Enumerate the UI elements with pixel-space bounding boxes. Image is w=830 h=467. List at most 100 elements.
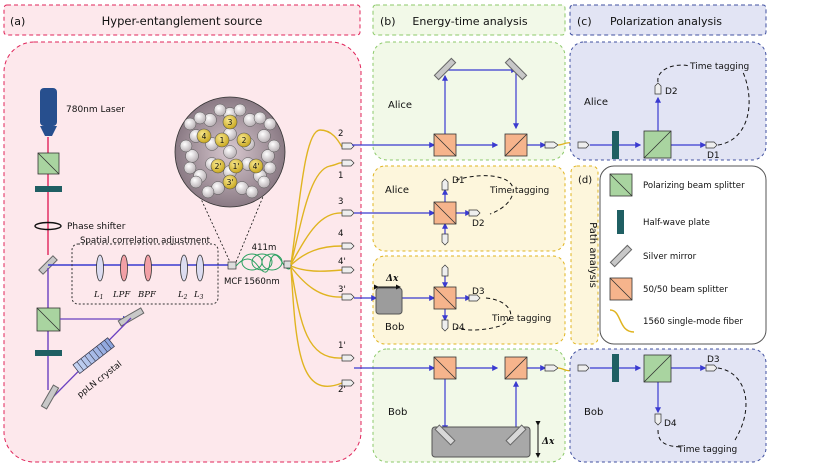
legend-bs-icon [609,277,633,301]
fiber-port-label: 4' [338,257,346,267]
bob-pol-pbs [643,354,672,383]
fiber-core [179,139,193,153]
alice-path-bs [433,201,457,225]
lens-l1 [96,254,104,282]
bob-d4-label: D4 [664,419,677,429]
fiber-port-label: 2 [338,129,343,139]
fiber-port-label: 3' [338,285,346,295]
fiber-port-connector [341,242,355,250]
bob-et-label: Bob [388,407,407,418]
panel-b-header: (b) Energy-time analysis [372,4,566,36]
legend-mirror-icon [609,244,633,268]
alice-pol-time-tagging: Time tagging [689,62,749,72]
bob-pol-hwp [612,354,619,382]
fiber-core-label: 4' [253,162,260,171]
lens-label-lpf: LPF [112,290,131,300]
fiber-core [253,111,267,125]
fiber-core-labelled [222,114,238,130]
alice-et-beams [352,67,547,148]
panel-d-strip [570,165,599,345]
fiber-core [213,103,227,117]
fiber-core-labelled [222,174,238,190]
path-d4-label: D4 [452,323,465,333]
source-hwp-bottom [35,350,62,356]
fiber-port-label: 1' [338,341,346,351]
panel-a-header: (a) Hyper-entanglement source [3,4,361,36]
bob-path-label: Bob [385,322,404,333]
legend-label-bs: 50/50 beam splitter [643,285,728,295]
panel-d-title: Path analysis [587,222,598,288]
alice-path-label: Alice [385,185,409,196]
path-d2-label: D2 [472,219,485,229]
fiber-port-label: 3 [338,197,343,207]
fiber-port-label: 2' [338,385,346,395]
fiber-core-labelled [228,158,244,174]
phase-shifter [34,221,62,231]
fiber-port-connector [341,209,355,217]
phase-shifter-label: Phase shifter [67,222,126,232]
legend-pbs-icon [609,173,633,197]
fiber-core [257,129,271,143]
lens-l3 [196,254,204,282]
bob-d3-label: D3 [707,355,720,365]
fiber-core-labelled [248,158,264,174]
fiber-port-connector [341,379,355,387]
wavelength-label: 1560nm [244,277,280,287]
panel-c-tag: (c) [577,15,592,28]
panel-d-tag: (d) [578,175,592,186]
fiber-core [245,185,259,199]
legend-fiber-icon [609,309,635,333]
fiber-core-label: 1' [233,162,240,171]
legend-label-hwp: Half-wave plate [643,218,710,228]
bob-pol-label: Bob [584,407,603,418]
fiber-core-label: 4 [202,132,207,141]
mcf-label: MCF [224,277,242,287]
legend-hwp-icon [617,210,624,234]
detector-icon [441,178,449,191]
alice-pol-pbs [643,130,672,159]
alice-pol-label: Alice [584,97,608,108]
spatial-label: Spatial correlation adjustment [80,236,211,246]
source-pbs-top [37,152,60,175]
sagnac-mirror-bottom [40,384,60,410]
alice-et-mirror2 [504,57,528,81]
coupler-icon [577,141,590,149]
lens-label-l3: L3 [193,290,204,301]
bob-et-delta-label: Δx [541,437,555,447]
fiber-port-connector [341,293,355,301]
fiber-port-connector [341,159,355,167]
fiber-core-labelled [214,132,230,148]
mcf-coupler-in [227,261,237,270]
fiber-port-label: 1 [338,171,343,181]
detector-icon [654,82,662,95]
fiber-bundle [290,129,343,387]
alice-pol-box [569,41,767,161]
legend-box [599,165,767,345]
filter-lpf [120,254,128,282]
fiber-core-label: 2' [215,162,222,171]
alice-et-mirror1 [433,57,457,81]
fiber-length-label: 411m [252,243,277,253]
bob-pol-time-tagging: Time tagging [677,445,737,455]
bob-delta-label: Δx [385,274,399,284]
bob-path-bs [433,286,457,310]
fiber-port-label: 4 [338,229,343,239]
fiber-core [201,185,215,199]
filter-bpf [144,254,152,282]
detector-icon [441,319,449,332]
fiber-core-labelled [210,158,226,174]
bob-et-delay-stage [431,426,531,458]
legend-label-mirror: Silver mirror [643,252,697,262]
detector-icon [441,233,449,246]
sagnac-mirror-top [117,307,145,327]
alice-pol-hwp [612,131,619,159]
panel-c-title: Polarization analysis [610,15,722,28]
alice-d1-label: D1 [707,151,720,161]
panel-b-title: Energy-time analysis [412,15,527,28]
fiber-port-connector [341,266,355,274]
alice-et-bs1 [433,133,457,157]
panel-c-header: (c) Polarization analysis [569,4,767,36]
legend-label-pbs: Polarizing beam splitter [643,181,745,191]
